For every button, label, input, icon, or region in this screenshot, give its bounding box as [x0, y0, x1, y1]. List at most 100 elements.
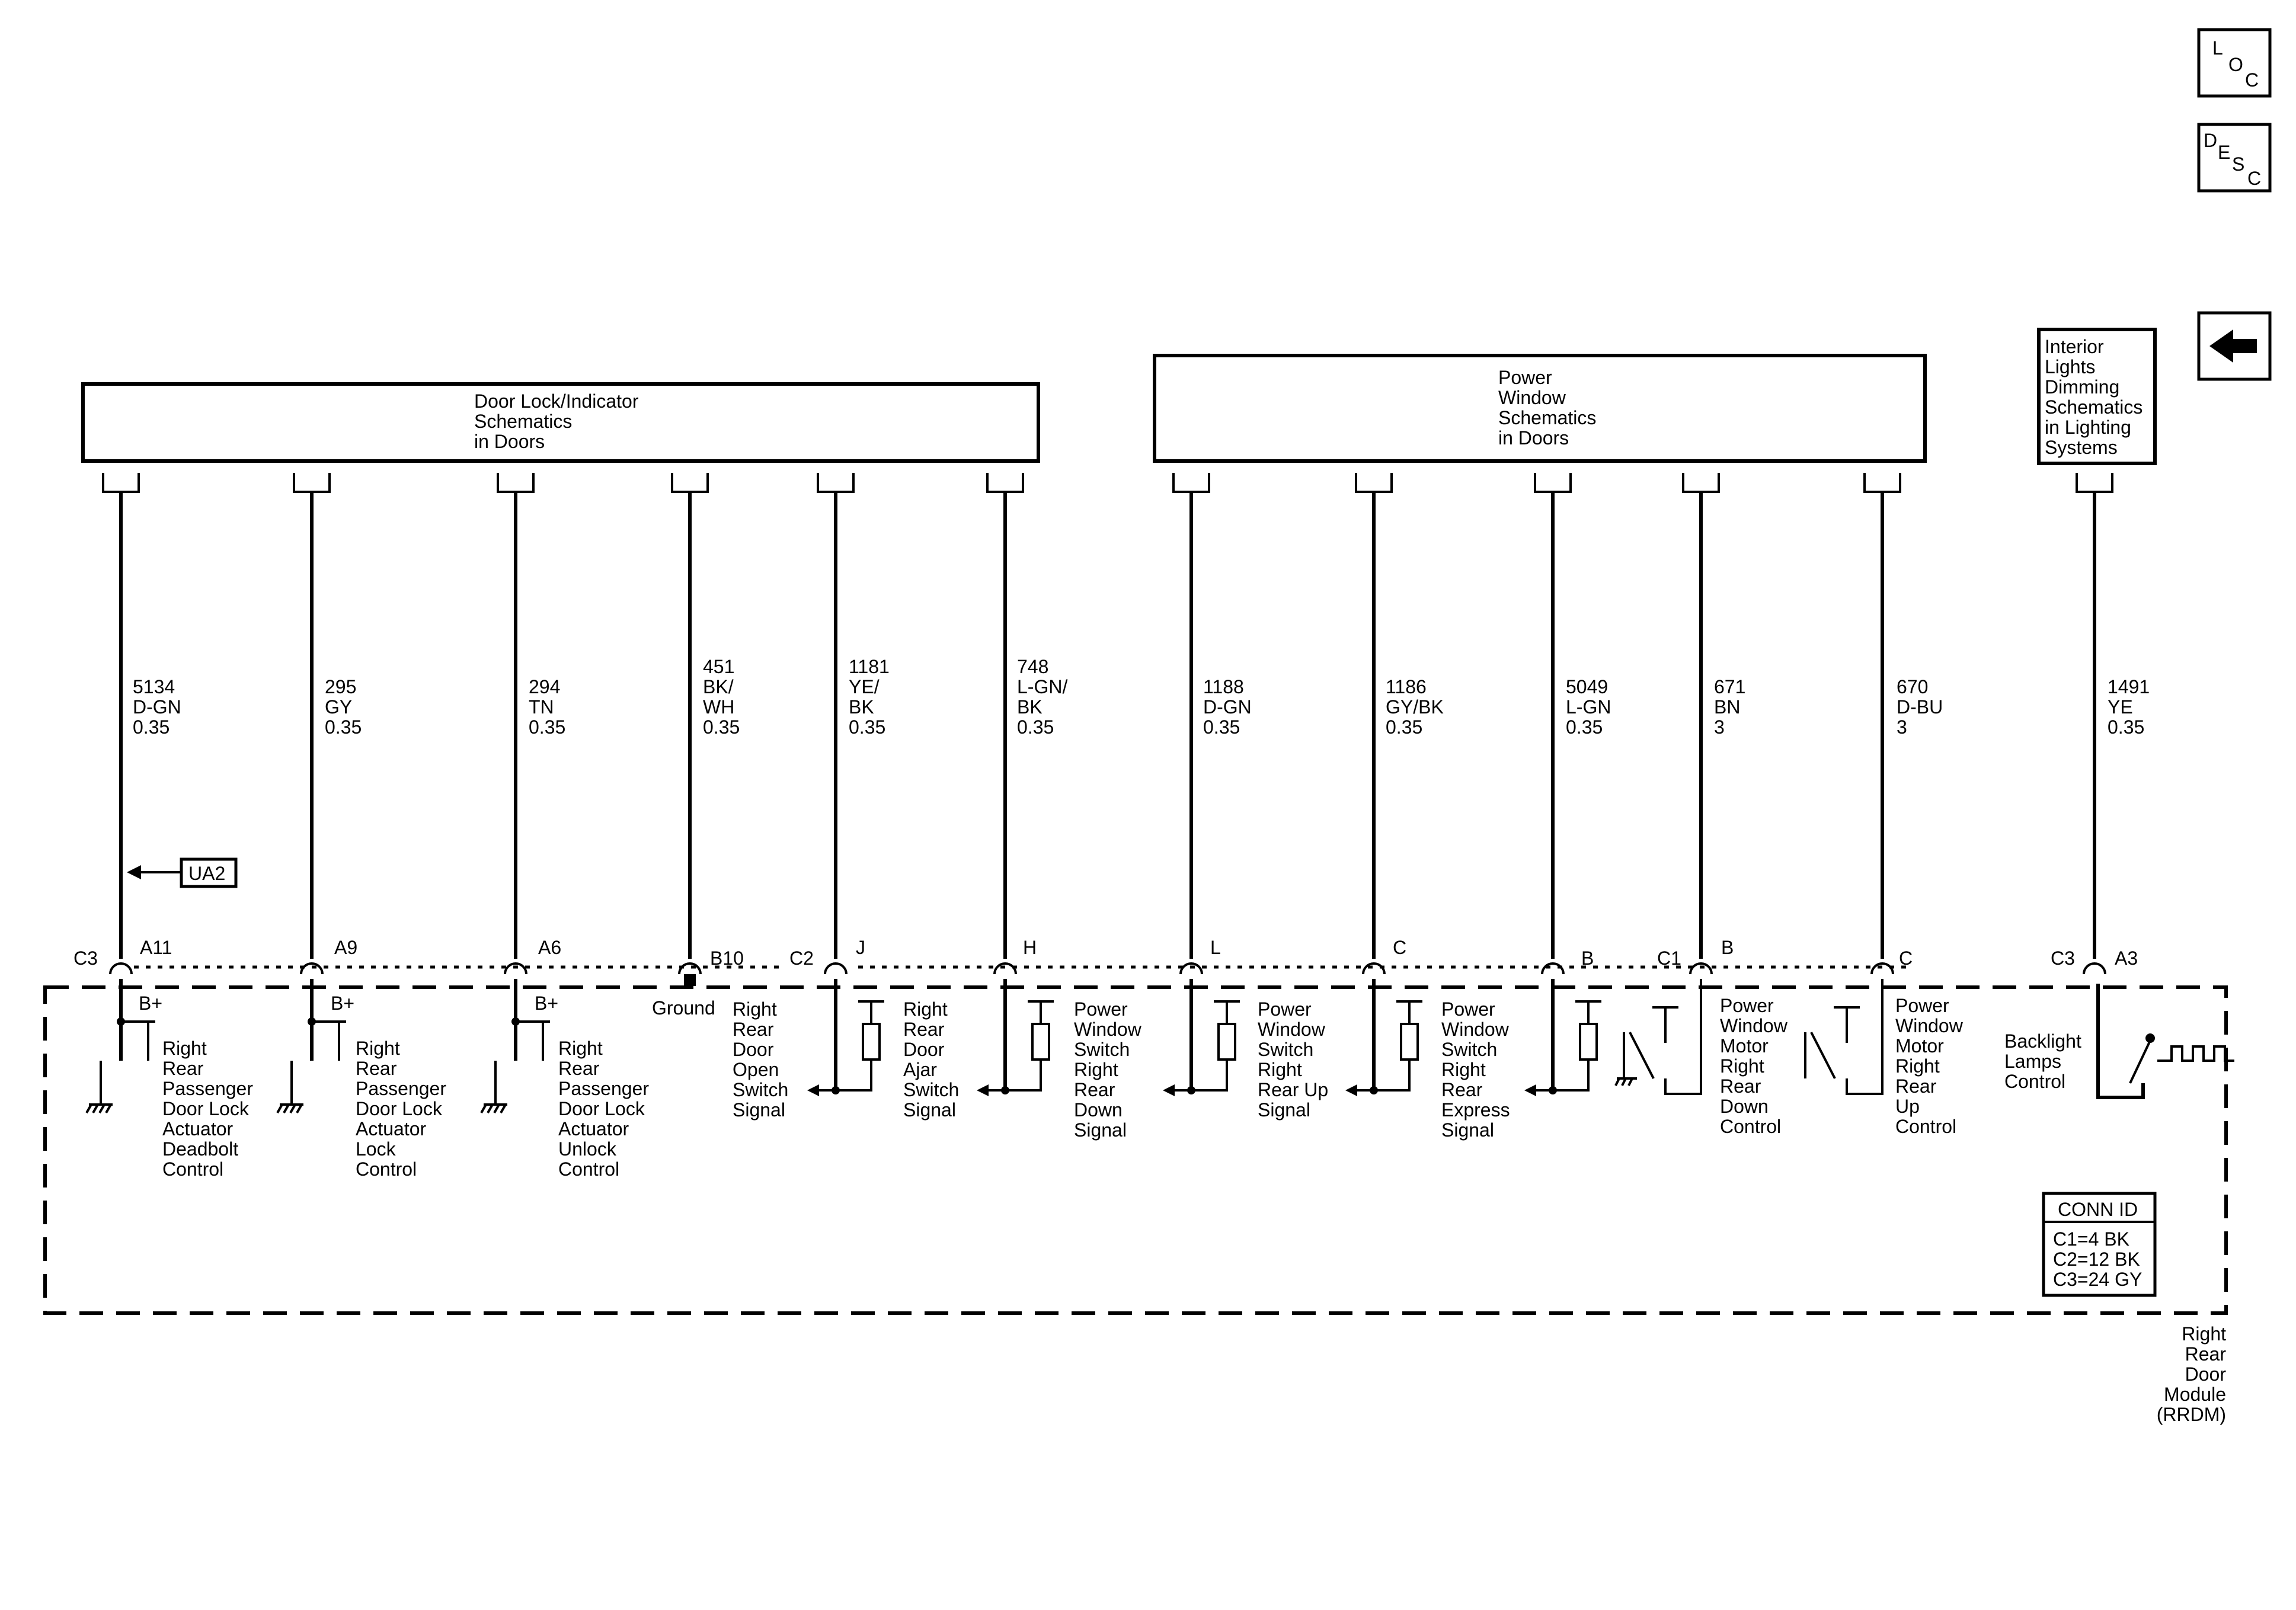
terminal-bracket: [102, 473, 140, 493]
loc-button[interactable]: L O C: [2197, 28, 2272, 98]
ground-symbol: [1614, 1078, 1620, 1086]
bplus-labels: B+ B+ B+: [139, 993, 558, 1014]
connector-pin: [824, 962, 848, 975]
function-line: Right: [903, 998, 948, 1020]
pin-a9-label: A9: [334, 937, 357, 958]
back-button[interactable]: [2197, 311, 2272, 381]
function-line: Door Lock: [162, 1098, 250, 1119]
function-line: Backlight: [2004, 1030, 2081, 1052]
circuit-748-number: 748: [1017, 656, 1048, 677]
terminal-bracket: [293, 473, 331, 493]
circuit-294-size: 0.35: [529, 716, 565, 738]
function-line: Switch: [903, 1079, 959, 1100]
function-line: Rear: [1441, 1079, 1483, 1100]
pin-b-label: B: [1721, 937, 1734, 958]
desc-letter-e: E: [2218, 142, 2230, 163]
function-line: Passenger: [162, 1078, 253, 1099]
conn-id-title: CONN ID: [2058, 1199, 2138, 1220]
function-line: Right: [733, 998, 777, 1020]
pin-a11-label: A11: [140, 937, 172, 958]
circuit-295-size: 0.35: [325, 716, 362, 738]
header-interior-line: Systems: [2045, 437, 2118, 458]
header-power-window[interactable]: Power Window Schematics in Doors: [1153, 354, 1927, 463]
connector-pin: [300, 962, 324, 975]
function-window-motor-up: Power Window Motor Right Rear Up Control: [1895, 995, 1964, 1137]
pull-resistor: [1579, 1023, 1598, 1061]
function-line: Lamps: [2004, 1051, 2061, 1072]
function-line: Power: [1720, 995, 1774, 1016]
function-line: Right: [1895, 1055, 1940, 1077]
ground-symbol: [500, 1104, 507, 1113]
function-line: Passenger: [558, 1078, 649, 1099]
header-interior-line: Interior: [2045, 336, 2104, 357]
function-line: Door Lock: [558, 1098, 645, 1119]
back-arrow-icon: [2209, 329, 2257, 363]
terminal-bracket: [1172, 473, 1210, 493]
ground-symbol: [98, 1104, 105, 1113]
desc-letter-c: C: [2247, 168, 2261, 189]
function-line: Control: [162, 1158, 223, 1180]
circuit-1186-color: GY/BK: [1386, 696, 1444, 718]
pin-c-label: C: [1899, 948, 1913, 969]
connector-pin: [2083, 962, 2106, 975]
pull-resistor: [1217, 1023, 1236, 1061]
function-line: Rear Up: [1258, 1079, 1328, 1100]
function-line: Power: [1441, 998, 1495, 1020]
function-line: Ajar: [903, 1059, 937, 1080]
function-line: Door: [903, 1039, 945, 1060]
signal-arrow-icon: [1524, 1084, 1536, 1096]
function-line: Window: [1441, 1019, 1510, 1040]
pin-a6-label: A6: [538, 937, 561, 958]
function-line: Rear: [733, 1019, 774, 1040]
pull-resistor: [1400, 1023, 1419, 1061]
header-interior-lights[interactable]: Interior Lights Dimming Schematics in Li…: [2037, 328, 2157, 465]
circuit-451-number: 451: [703, 656, 734, 677]
circuit-5049-color: L-GN: [1566, 696, 1611, 718]
relay-contact: [1629, 1032, 1655, 1079]
desc-button[interactable]: D E S C: [2197, 123, 2272, 193]
circuit-671-number: 671: [1714, 676, 1745, 697]
function-line: Signal: [1441, 1119, 1494, 1141]
header-power-window-line: Power: [1498, 367, 1552, 388]
terminal-bracket: [1863, 473, 1901, 493]
function-line: Switch: [1258, 1039, 1313, 1060]
function-line: Up: [1895, 1096, 1920, 1117]
function-lock-control: Right Rear Passenger Door Lock Actuator …: [356, 1038, 446, 1180]
function-line: Right: [1441, 1059, 1486, 1080]
function-line: Rear: [1720, 1076, 1761, 1097]
terminal-bracket: [2076, 473, 2113, 493]
module-name-line: Door: [2185, 1363, 2227, 1385]
connector-labels: C3 A11 A9 A6 B10 C2 J H L C B C1 B C C3 …: [73, 937, 2138, 969]
header-door-lock[interactable]: Door Lock/Indicator Schematics in Doors: [81, 382, 1040, 463]
function-line: Unlock: [558, 1138, 617, 1160]
signal-arrow-icon: [807, 1084, 819, 1096]
connector-pin: [993, 962, 1017, 975]
function-line: Signal: [903, 1099, 956, 1121]
signal-wire: [1374, 1061, 1411, 1092]
circuit-670-number: 670: [1897, 676, 1928, 697]
circuit-1181-color: YE/: [849, 676, 880, 697]
loc-letter-l: L: [2212, 37, 2223, 59]
pin-h-label: H: [1023, 937, 1037, 958]
header-interior-line: in Lighting: [2045, 417, 2131, 438]
ground-symbol: [487, 1104, 494, 1113]
function-line: Deadbolt: [162, 1138, 238, 1160]
function-line: Signal: [733, 1099, 785, 1121]
ua2-label: UA2: [188, 863, 225, 884]
connector-c2-label: C2: [789, 948, 814, 969]
circuit-451-size: 0.35: [703, 716, 740, 738]
circuit-748-size: 0.35: [1017, 716, 1054, 738]
terminal-bracket: [497, 473, 535, 493]
relay-wire: [1846, 979, 1884, 1095]
pin-b10-label: B10: [710, 948, 744, 969]
circuit-1188-color: D-GN: [1203, 696, 1252, 718]
ground-pin: [684, 974, 696, 986]
function-unlock-control: Right Rear Passenger Door Lock Actuator …: [558, 1038, 649, 1180]
terminal-bracket: [817, 473, 855, 493]
pin-l-label: L: [1210, 937, 1221, 958]
ua2-reference[interactable]: UA2: [127, 857, 238, 888]
function-line: Down: [1720, 1096, 1769, 1117]
function-line: Signal: [1258, 1099, 1310, 1121]
ua2-box: [180, 857, 238, 888]
function-line: Rear: [1074, 1079, 1115, 1100]
